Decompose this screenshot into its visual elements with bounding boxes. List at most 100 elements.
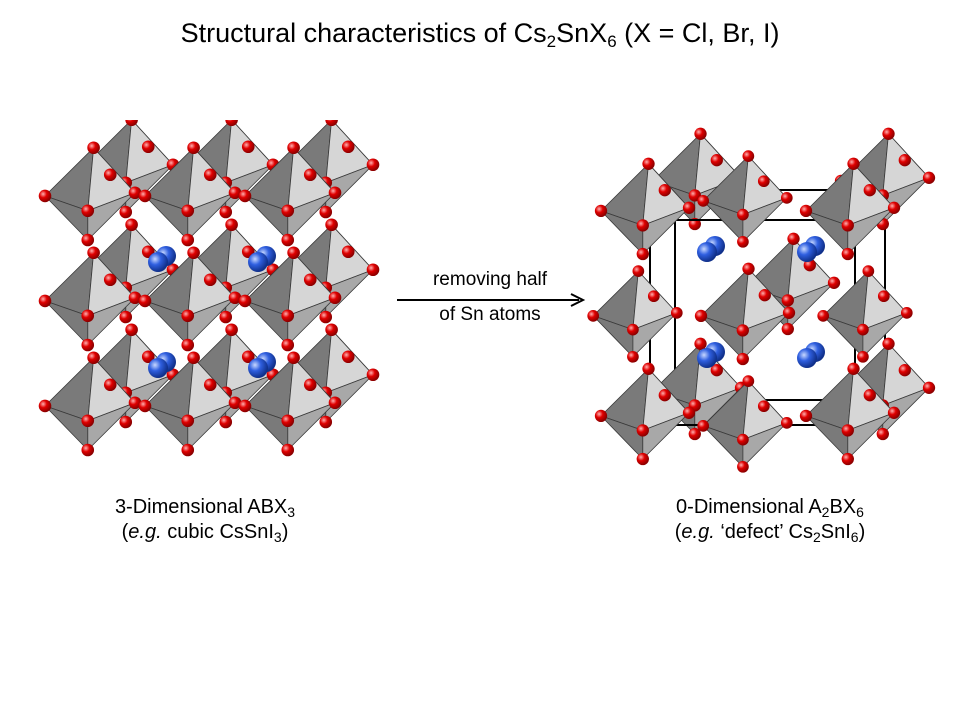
halide-atom	[81, 204, 95, 218]
halide-atom	[877, 290, 890, 303]
halide-atom	[341, 245, 355, 259]
halide-atom	[787, 232, 800, 245]
cs-atom	[148, 358, 168, 378]
halide-atom	[138, 294, 152, 308]
halide-atom	[119, 310, 133, 324]
arrow-label-line1: removing half	[432, 269, 548, 290]
halide-atom	[799, 409, 813, 423]
octahedron-face	[187, 402, 236, 451]
transformation-arrow	[397, 293, 586, 307]
halide-atom	[658, 389, 671, 402]
halide-atom	[281, 414, 295, 428]
halide-atom	[827, 276, 841, 289]
halide-atom	[181, 233, 195, 247]
halide-atom	[697, 194, 710, 207]
halide-atom	[287, 141, 300, 155]
figure-title: Structural characteristics of Cs2SnX6 (X…	[180, 18, 780, 51]
halide-atom	[181, 443, 195, 457]
halide-atom	[841, 219, 854, 232]
octahedron-face	[87, 297, 136, 346]
halide-atom	[594, 204, 608, 218]
halide-atom	[203, 378, 217, 392]
halide-atom	[694, 337, 707, 350]
halide-atom	[281, 233, 295, 247]
halide-atom	[670, 307, 683, 319]
halide-atom	[328, 291, 342, 305]
halide-atom	[636, 452, 649, 466]
halide-atom	[587, 309, 600, 322]
cubic-perovskite-structure	[38, 120, 380, 457]
halide-atom	[125, 120, 138, 127]
halide-atom	[125, 218, 138, 232]
halide-atom	[366, 158, 380, 172]
halide-atom	[341, 350, 355, 364]
halide-atom	[187, 246, 200, 260]
halide-atom	[281, 443, 295, 457]
halide-atom	[737, 460, 749, 473]
halide-atom	[847, 157, 860, 170]
halide-atom	[366, 368, 380, 382]
halide-atom	[87, 351, 100, 365]
halide-atom	[281, 204, 295, 218]
halide-atom	[187, 351, 200, 365]
halide-atom	[87, 141, 100, 155]
halide-atom	[782, 306, 796, 319]
halide-atom	[241, 350, 255, 364]
cs-atom	[697, 348, 717, 368]
octahedron-face	[742, 312, 790, 360]
halide-atom	[238, 294, 252, 308]
halide-atom	[682, 406, 696, 419]
left-caption-line1: 3-Dimensional ABX3	[114, 496, 296, 520]
halide-atom	[882, 337, 895, 350]
halide-atom	[128, 396, 142, 410]
halide-atom	[757, 175, 770, 188]
halide-atom	[219, 415, 233, 429]
halide-atom	[900, 307, 913, 319]
halide-atom	[757, 400, 770, 413]
halide-atom	[241, 140, 255, 154]
halide-atom	[737, 208, 749, 221]
right-caption-line1: 0-Dimensional A2BX6	[676, 496, 864, 520]
octahedron-face	[187, 297, 236, 346]
halide-atom	[876, 427, 889, 441]
octahedron-face	[642, 207, 690, 255]
halide-atom	[627, 350, 639, 363]
halide-atom	[103, 168, 117, 182]
halide-atom	[780, 417, 793, 429]
halide-atom	[710, 154, 723, 167]
halide-atom	[862, 265, 875, 277]
halide-atom	[857, 350, 869, 363]
halide-atom	[87, 246, 100, 260]
halide-atom	[287, 246, 300, 260]
halide-atom	[627, 323, 639, 336]
halide-atom	[898, 154, 911, 167]
halide-atom	[341, 140, 355, 154]
halide-atom	[736, 324, 749, 337]
halide-atom	[81, 414, 95, 428]
halide-atom	[882, 127, 895, 140]
halide-atom	[737, 235, 749, 248]
halide-atom	[742, 150, 755, 162]
halide-atom	[922, 171, 936, 184]
halide-atom	[287, 351, 300, 365]
halide-atom	[187, 141, 200, 155]
halide-atom	[325, 120, 338, 127]
halide-atom	[325, 218, 338, 232]
right-caption-line2: (e.g. ‘defect’ Cs2SnI6)	[674, 521, 866, 545]
halide-atom	[594, 409, 608, 423]
halide-atom	[319, 415, 333, 429]
halide-atom	[742, 375, 755, 387]
halide-atom	[103, 378, 117, 392]
halide-atom	[642, 157, 655, 170]
halide-atom	[281, 338, 295, 352]
halide-atom	[694, 309, 708, 323]
halide-atom	[647, 290, 660, 303]
octahedron-face	[847, 412, 895, 460]
halide-atom	[658, 184, 671, 197]
octahedron-face	[847, 207, 895, 255]
halide-atom	[138, 189, 152, 203]
halide-atom	[125, 323, 138, 337]
halide-atom	[328, 186, 342, 200]
halide-atom	[857, 323, 869, 336]
halide-atom	[758, 289, 771, 302]
